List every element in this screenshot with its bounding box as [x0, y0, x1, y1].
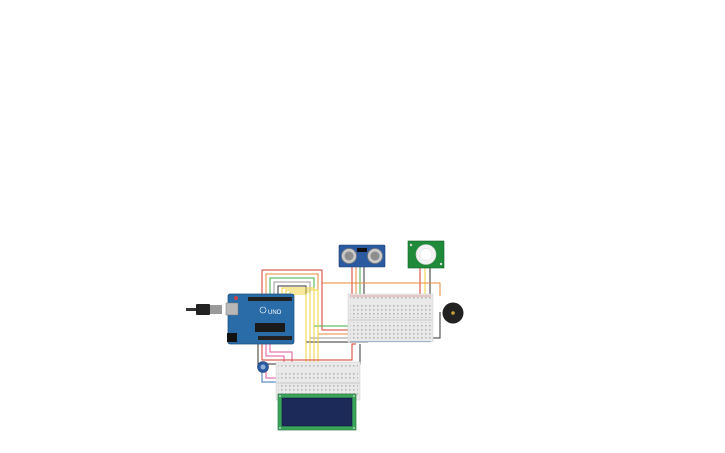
pir-sensor-icon[interactable] — [407, 240, 445, 269]
arduino-uno[interactable]: UNO — [225, 293, 295, 345]
wire-red-low — [261, 343, 356, 361]
buzzer-icon[interactable] — [442, 302, 464, 324]
breadboard-top[interactable] — [347, 293, 434, 343]
wire-pot-1 — [261, 372, 280, 383]
arduino-brand: UNO — [268, 310, 282, 316]
wire-red-top — [261, 269, 356, 331]
usb-plug-icon — [186, 304, 222, 315]
wire-gray-top — [273, 281, 364, 339]
wire-black-top — [277, 285, 368, 343]
potentiometer-icon[interactable] — [257, 361, 269, 373]
wire-yellow-1 — [281, 287, 315, 392]
lcd-display[interactable] — [277, 393, 357, 431]
wire-black-low — [257, 344, 361, 365]
wire-yellow-2 — [285, 289, 319, 392]
ultrasonic-sensor-icon[interactable] — [338, 244, 386, 268]
wire-orange-long — [322, 282, 441, 296]
wire-orange-top — [265, 273, 360, 335]
wire-green-top — [269, 277, 352, 327]
